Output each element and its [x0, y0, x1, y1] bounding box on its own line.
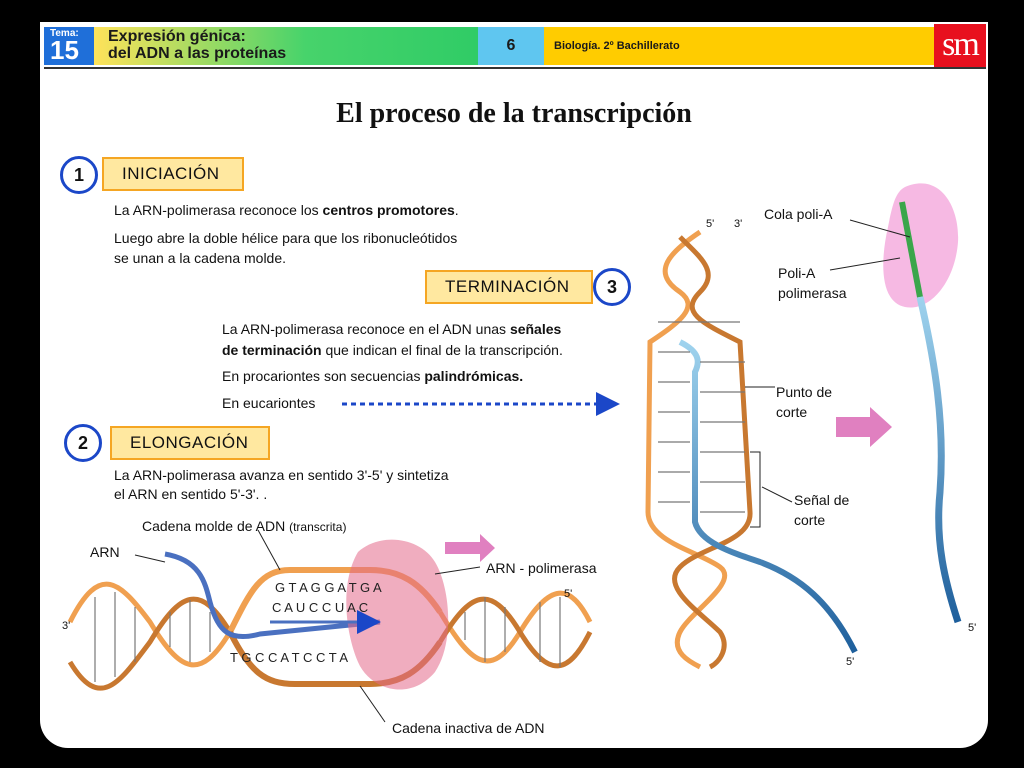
cadena-inactiva-leader [359, 685, 386, 723]
three-prime-helix: 3' [62, 620, 71, 632]
termination-helix [645, 229, 892, 670]
page-number: 6 [478, 27, 544, 65]
inactive-lower-sequence: T G C C A T C C T A [230, 650, 348, 665]
elongation-direction-arrow [445, 534, 495, 562]
header-divider [44, 67, 986, 69]
page-title: El proceso de la transcripción [336, 98, 692, 129]
poli-a-polimerasa-leader [829, 257, 901, 271]
elongation-helix [67, 534, 593, 691]
termination-label: TERMINACIÓN [425, 270, 593, 304]
elongation-line-2: el ARN en sentido 5'-3'. . [114, 486, 268, 502]
tema-number: 15 [50, 35, 79, 65]
poli-a-label-1: Poli-A [778, 265, 816, 281]
elongation-line-1: La ARN-polimerasa avanza en sentido 3'-5… [114, 467, 449, 483]
template-upper-sequence: G T A G G A T G A [275, 580, 382, 595]
step-2-circle: 2 [64, 424, 102, 462]
punto-corte-label-1: Punto de [776, 384, 833, 400]
five-prime-top: 5' [706, 218, 715, 230]
termination-rna-strand [678, 339, 858, 654]
slide: Tema: 15 Expresión génica: del ADN a las… [40, 22, 988, 748]
arn-label-leader [134, 554, 166, 563]
senal-corte-label-1: Señal de [794, 492, 850, 508]
transcription-diagram: G T A G G A T G A C A U C C U A C T G C … [67, 183, 962, 723]
poly-a-tail [829, 183, 962, 624]
initiation-line-3: se unan a la cadena molde. [114, 250, 287, 266]
header-bar: Tema: 15 Expresión génica: del ADN a las… [40, 22, 988, 69]
initiation-line-2: Luego abre la doble hélice para que los … [114, 230, 458, 246]
tema-badge: Tema: 15 [44, 27, 94, 65]
topic-banner: Expresión génica: del ADN a las proteína… [94, 27, 478, 65]
subject-label: Biología. 2º Bachillerato [544, 27, 934, 65]
termination-line-1: La ARN-polimerasa reconoce en el ADN una… [222, 321, 562, 337]
initiation-label: INICIACIÓN [102, 157, 244, 191]
senal-corte-bracket [750, 451, 761, 528]
senal-corte-leader [761, 486, 793, 503]
topic-line-1: Expresión génica: [108, 28, 246, 45]
five-prime-helix: 5' [564, 588, 573, 600]
step-3-circle: 3 [593, 268, 631, 306]
termination-line-4: En eucariontes [222, 395, 316, 411]
arn-label: ARN [90, 544, 120, 560]
elongation-label: ELONGACIÓN [110, 426, 270, 460]
tema-label: Tema: [50, 28, 79, 39]
five-prime-rna: 5' [846, 656, 855, 668]
step-1-circle: 1 [60, 156, 98, 194]
arn-polimerasa-shape [346, 539, 449, 690]
poli-a-label-2: polimerasa [778, 285, 847, 301]
cola-poli-a-label: Cola poli-A [764, 206, 833, 222]
arn-polimerasa-label: ARN - polimerasa [486, 560, 597, 576]
cadena-inactiva-label: Cadena inactiva de ADN [392, 720, 545, 736]
polimerasa-leader [434, 566, 481, 575]
termination-line-2: de terminación que indican el final de l… [222, 342, 563, 358]
initiation-line-1: La ARN-polimerasa reconoce los centros p… [114, 202, 459, 218]
cadena-molde-label: Cadena molde de ADN (transcrita) [142, 518, 347, 534]
five-prime-tail: 5' [968, 622, 977, 634]
punto-corte-label-2: corte [776, 404, 808, 420]
cola-poli-a-leader [849, 219, 911, 238]
three-prime-top: 3' [734, 218, 743, 230]
sm-logo: sm [934, 24, 986, 68]
rna-lower-sequence: C A U C C U A C [272, 600, 368, 615]
termination-line-3: En procariontes son secuencias palindróm… [222, 368, 524, 384]
termination-direction-arrow [836, 407, 892, 447]
cadena-molde-leader [257, 529, 281, 571]
topic-line-2: del ADN a las proteínas [108, 45, 287, 62]
senal-corte-label-2: corte [794, 512, 826, 528]
